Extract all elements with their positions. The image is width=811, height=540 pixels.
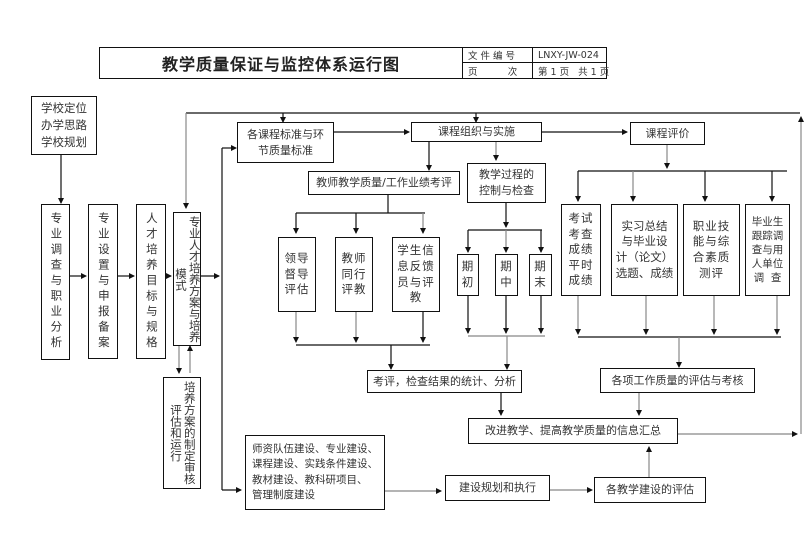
node-major-setup: 专业设置与申报备案 (88, 204, 118, 359)
node-term-start: 期 初 (457, 254, 479, 296)
node-term-mid: 期 中 (495, 254, 518, 296)
node-construction-items: 师资队伍建设、专业建设、 课程建设、实践条件建设、 教材建设、教科研项目、 管理… (245, 435, 385, 510)
page-label: 页 次 (462, 63, 532, 78)
doc-number-label: 文 件 编 号 (462, 48, 532, 63)
node-skills-eval: 职业技 能与综 合素质 测评 (683, 204, 740, 296)
node-teacher-eval: 教师教学质量/工作业绩考评 (308, 171, 460, 195)
node-construction-plan: 建设规划和执行 (445, 475, 550, 501)
node-construction-eval: 各教学建设的评估 (594, 477, 706, 503)
node-course-org: 课程组织与实施 (411, 122, 542, 142)
page-value: 第 1 页 共 1 页 (532, 63, 609, 78)
node-peer-eval: 教师 同行 评教 (335, 237, 373, 312)
node-talent-goal: 人才培养目标与规格 (136, 204, 166, 359)
node-info-summary: 改进教学、提高教学质量的信息汇总 (468, 418, 678, 444)
node-major-survey: 专业调查与职业分析 (41, 204, 70, 360)
node-internship: 实习总结 与毕业设 计（论文） 选题、成绩 (611, 204, 678, 296)
document-header: 教学质量保证与监控体系运行图 文 件 编 号 LNXY-JW-024 页 次 第… (99, 47, 609, 79)
node-course-standards: 各课程标准与环 节质量标准 (237, 122, 334, 163)
node-stats-analysis: 考评，检查结果的统计、分析 (367, 370, 522, 393)
node-plan-review: 培养方案的制定审核评估和运行 (163, 377, 201, 489)
node-talent-plan: 专业人才培养方案与培养模式 (173, 212, 202, 346)
node-process-control: 教学过程的 控制与检查 (467, 163, 546, 203)
diagram-title: 教学质量保证与监控体系运行图 (161, 55, 400, 74)
node-student-feedback: 学生信 息反馈 员与评 教 (392, 237, 440, 312)
node-graduate-survey: 毕业生 跟踪调 查与用 人单位 调 查 (745, 204, 790, 296)
node-leader-supervise: 领导 督导 评估 (278, 237, 316, 312)
doc-number-value: LNXY-JW-024 (532, 48, 606, 63)
node-school-positioning: 学校定位 办学思路 学校规划 (31, 96, 97, 155)
node-exam-scores: 考试 考查 成绩 平时 成绩 (561, 204, 601, 296)
node-term-end: 期 末 (529, 254, 552, 296)
node-work-quality-eval: 各项工作质量的评估与考核 (600, 368, 755, 393)
node-course-eval: 课程评价 (630, 122, 705, 145)
